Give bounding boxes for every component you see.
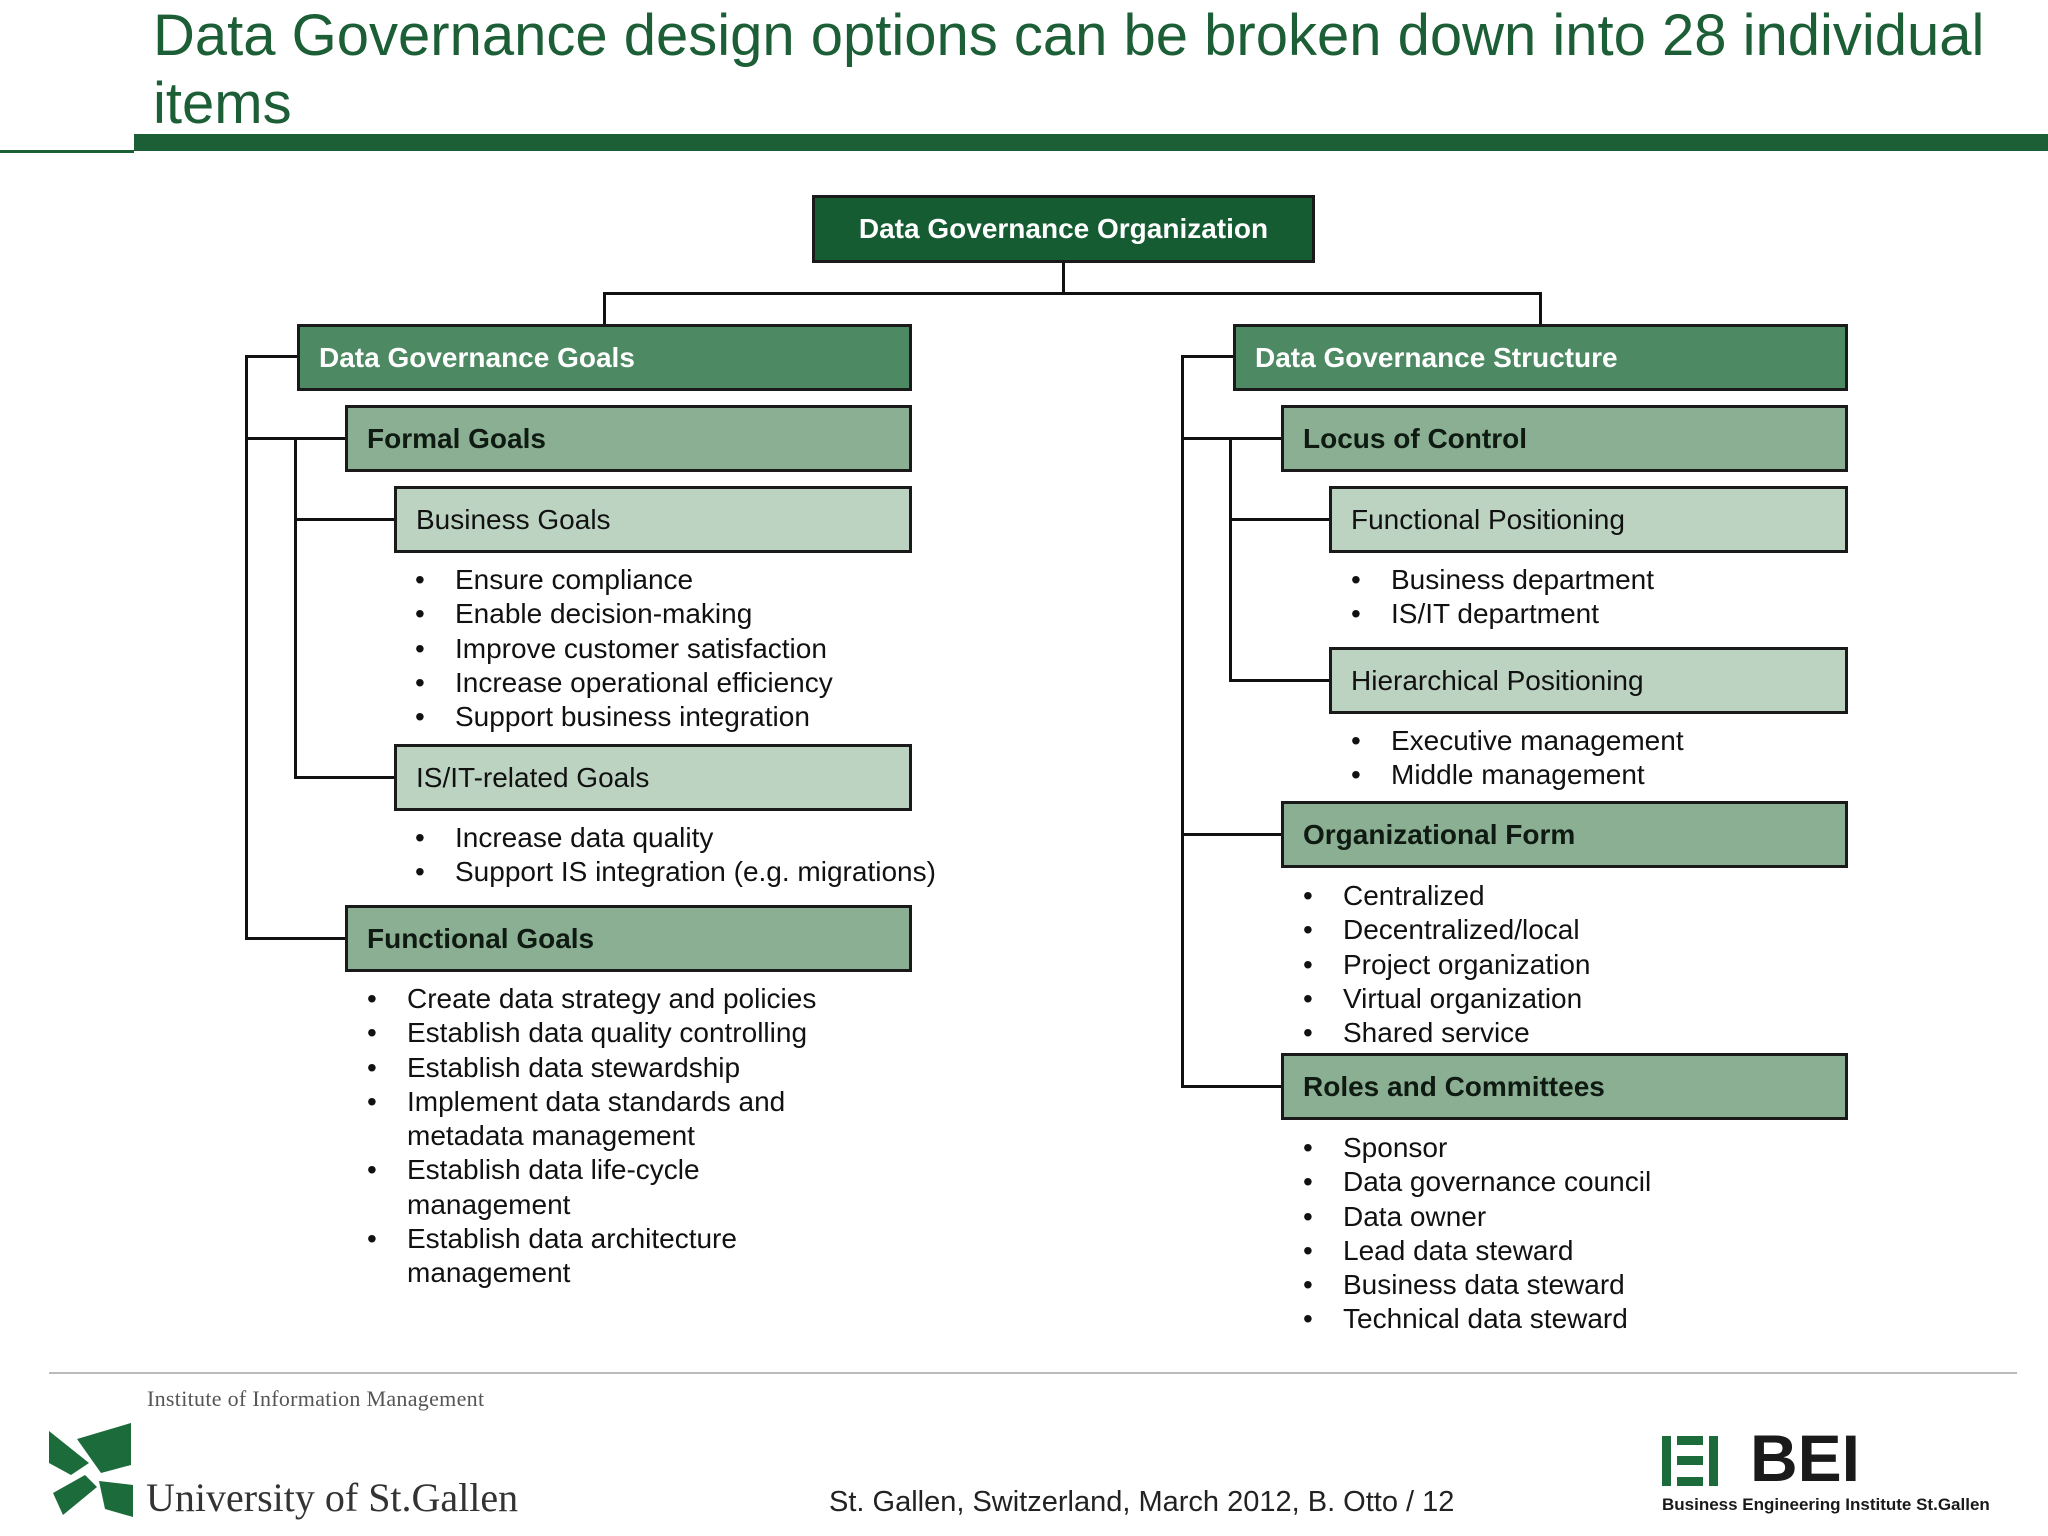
title-underline <box>134 134 2048 151</box>
connector <box>245 355 248 940</box>
connector <box>245 355 299 358</box>
connector <box>1181 437 1283 440</box>
list-item: Establish data quality controlling <box>367 1016 827 1051</box>
formal-goals-box: Formal Goals <box>345 405 912 472</box>
list-item: Data owner <box>1303 1200 1783 1235</box>
list-item: Sponsor <box>1303 1131 1783 1166</box>
list-item: Shared service <box>1303 1016 1783 1051</box>
locus-box: Locus of Control <box>1281 405 1848 472</box>
connector <box>1229 679 1331 682</box>
isit-goals-box: IS/IT-related Goals <box>394 744 912 811</box>
list-item: Executive management <box>1351 724 1831 759</box>
slide-title: Data Governance design options can be br… <box>153 3 1985 136</box>
connector <box>1181 355 1235 358</box>
list-item: Establish data architecture management <box>367 1222 827 1291</box>
business-goals-box: Business Goals <box>394 486 912 553</box>
list-item: Implement data standards and metadata ma… <box>367 1085 827 1154</box>
functional-positioning-box: Functional Positioning <box>1329 486 1848 553</box>
list-item: Decentralized/local <box>1303 913 1783 948</box>
connector <box>1539 292 1542 326</box>
connector <box>294 437 297 779</box>
organizational-form-list: Centralized Decentralized/local Project … <box>1303 879 1783 1051</box>
list-item: Business department <box>1351 563 1831 598</box>
list-item: Ensure compliance <box>415 563 935 598</box>
title-underline-left <box>0 150 134 153</box>
functional-goals-list: Create data strategy and policies Establ… <box>367 982 827 1291</box>
list-item: Middle management <box>1351 758 1831 793</box>
bei-logo-icon <box>1662 1436 1718 1486</box>
business-goals-list: Ensure compliance Enable decision-making… <box>415 563 935 735</box>
university-logo-icon <box>49 1423 133 1517</box>
institute-name: Institute of Information Management <box>147 1386 485 1411</box>
hierarchical-positioning-box: Hierarchical Positioning <box>1329 647 1848 714</box>
university-name: University of St.Gallen <box>146 1475 519 1520</box>
list-item: Increase data quality <box>415 821 975 856</box>
connector <box>1229 518 1331 521</box>
bei-full-name: Business Engineering Institute St.Gallen <box>1662 1495 1990 1514</box>
list-item: Project organization <box>1303 948 1783 983</box>
list-item: Establish data stewardship <box>367 1051 827 1086</box>
list-item: IS/IT department <box>1351 597 1831 632</box>
list-item: Establish data life-cycle management <box>367 1153 827 1222</box>
list-item: Support business integration <box>415 700 935 735</box>
roles-box: Roles and Committees <box>1281 1053 1848 1120</box>
footer-divider <box>49 1372 2017 1374</box>
list-item: Centralized <box>1303 879 1783 914</box>
functional-positioning-list: Business department IS/IT department <box>1351 563 1831 632</box>
list-item: Data governance council <box>1303 1165 1783 1200</box>
organizational-form-box: Organizational Form <box>1281 801 1848 868</box>
connector <box>294 776 396 779</box>
list-item: Virtual organization <box>1303 982 1783 1017</box>
slide-credit: St. Gallen, Switzerland, March 2012, B. … <box>829 1486 1455 1518</box>
list-item: Enable decision-making <box>415 597 935 632</box>
root-box: Data Governance Organization <box>812 195 1315 263</box>
connector <box>1062 262 1065 293</box>
list-item: Business data steward <box>1303 1268 1783 1303</box>
list-item: Improve customer satisfaction <box>415 632 935 667</box>
bei-wordmark: BEI <box>1750 1421 1861 1495</box>
connector <box>603 292 1542 295</box>
list-item: Technical data steward <box>1303 1302 1783 1337</box>
connector <box>1229 437 1232 682</box>
connector <box>603 292 606 326</box>
connector <box>294 518 396 521</box>
list-item: Create data strategy and policies <box>367 982 827 1017</box>
goals-box: Data Governance Goals <box>297 324 912 391</box>
connector <box>1181 833 1283 836</box>
list-item: Support IS integration (e.g. migrations) <box>415 855 975 890</box>
hierarchical-positioning-list: Executive management Middle management <box>1351 724 1831 793</box>
roles-list: Sponsor Data governance council Data own… <box>1303 1131 1783 1337</box>
list-item: Increase operational efficiency <box>415 666 935 701</box>
structure-box: Data Governance Structure <box>1233 324 1848 391</box>
list-item: Lead data steward <box>1303 1234 1783 1269</box>
connector <box>1181 355 1184 1088</box>
isit-goals-list: Increase data quality Support IS integra… <box>415 821 975 890</box>
connector <box>1181 1085 1283 1088</box>
functional-goals-box: Functional Goals <box>345 905 912 972</box>
connector <box>245 937 347 940</box>
